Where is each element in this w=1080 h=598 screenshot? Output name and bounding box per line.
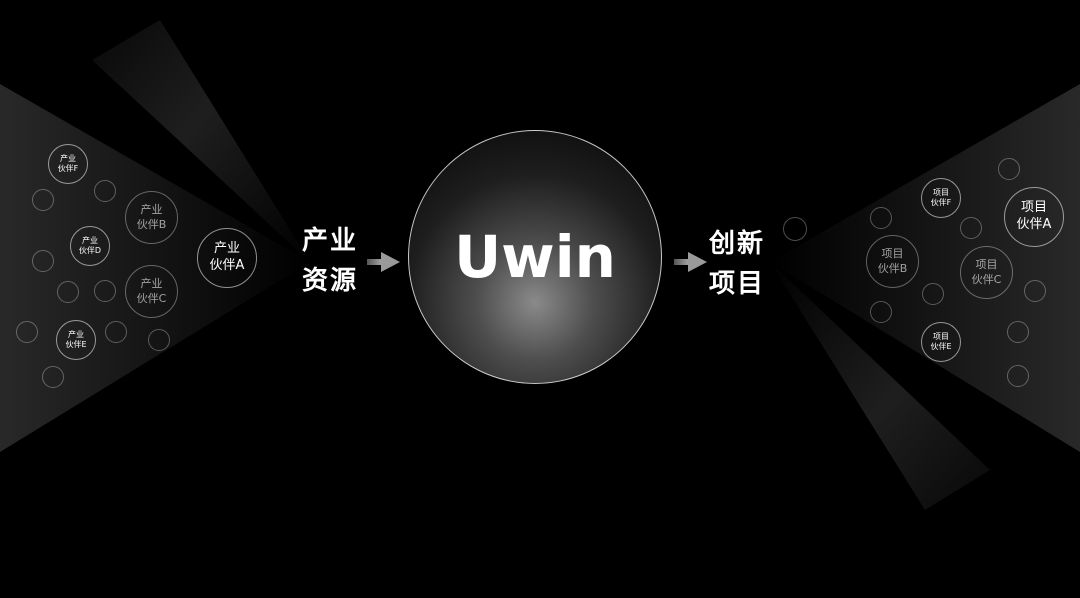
partner-line1: 项目 (933, 331, 949, 341)
partner-line2: 伙伴F (57, 164, 79, 173)
placeholder-bubble (960, 217, 982, 239)
partner-line2: 伙伴B (877, 261, 908, 275)
label-line: 产业 (301, 226, 358, 256)
placeholder-bubble (148, 329, 170, 351)
placeholder-bubble (105, 321, 127, 343)
partner-bubble-industry-e: 产业 伙伴E (56, 320, 96, 360)
placeholder-bubble (32, 250, 54, 272)
partner-bubble-project-b: 项目 伙伴B (866, 235, 919, 288)
partner-line1: 项目 (933, 187, 949, 197)
center-title: Uwin (454, 223, 616, 291)
partner-line1: 产业 (140, 203, 163, 217)
left-arrow-icon (367, 252, 400, 272)
partner-line2: 伙伴C (136, 291, 167, 305)
placeholder-bubble (998, 158, 1020, 180)
left-light-ray (92, 20, 310, 262)
partner-line2: 伙伴E (930, 342, 952, 351)
innovation-projects-label: 创新 项目 (703, 224, 771, 304)
placeholder-bubble (1024, 280, 1046, 302)
partner-line2: 伙伴E (65, 340, 87, 349)
partner-bubble-industry-b: 产业 伙伴B (125, 191, 178, 244)
label-line: 资源 (301, 266, 358, 296)
partner-bubble-industry-c: 产业 伙伴C (125, 265, 178, 318)
partner-bubble-industry-a: 产业 伙伴A (197, 228, 257, 288)
placeholder-bubble (57, 281, 79, 303)
label-line: 创新 (708, 229, 765, 259)
placeholder-bubble (16, 321, 38, 343)
placeholder-bubble (1007, 321, 1029, 343)
placeholder-bubble (870, 207, 892, 229)
partner-line2: 伙伴A (1016, 217, 1052, 232)
partner-bubble-project-a: 项目 伙伴A (1004, 187, 1064, 247)
placeholder-bubble (32, 189, 54, 211)
placeholder-bubble (870, 301, 892, 323)
right-light-ray (770, 262, 990, 510)
partner-line1: 项目 (881, 247, 904, 261)
partner-bubble-industry-f: 产业 伙伴F (48, 144, 88, 184)
placeholder-bubble (94, 280, 116, 302)
partner-line1: 产业 (68, 329, 84, 339)
partner-line2: 伙伴C (971, 272, 1002, 286)
partner-line2: 伙伴D (78, 246, 102, 255)
partner-line1: 产业 (60, 153, 76, 163)
placeholder-bubble (42, 366, 64, 388)
partner-line2: 伙伴A (209, 258, 245, 273)
partner-line1: 产业 (82, 235, 98, 245)
partner-line2: 伙伴B (136, 217, 167, 231)
partner-line1: 项目 (975, 258, 998, 272)
placeholder-bubble (94, 180, 116, 202)
placeholder-bubble (1007, 365, 1029, 387)
uwin-center-sphere: Uwin (408, 130, 662, 384)
industry-resources-label: 产业 资源 (296, 221, 364, 301)
partner-line1: 项目 (1020, 200, 1047, 216)
partner-bubble-project-e: 项目 伙伴E (921, 322, 961, 362)
partner-line2: 伙伴F (930, 198, 952, 207)
partner-line1: 产业 (213, 241, 240, 257)
placeholder-bubble (783, 217, 807, 241)
right-arrow-icon (674, 252, 707, 272)
right-light-cone (770, 84, 1080, 452)
label-line: 项目 (708, 269, 765, 299)
partner-bubble-industry-d: 产业 伙伴D (70, 226, 110, 266)
placeholder-bubble (922, 283, 944, 305)
partner-bubble-project-f: 项目 伙伴F (921, 178, 961, 218)
partner-line1: 产业 (140, 277, 163, 291)
partner-bubble-project-c: 项目 伙伴C (960, 246, 1013, 299)
